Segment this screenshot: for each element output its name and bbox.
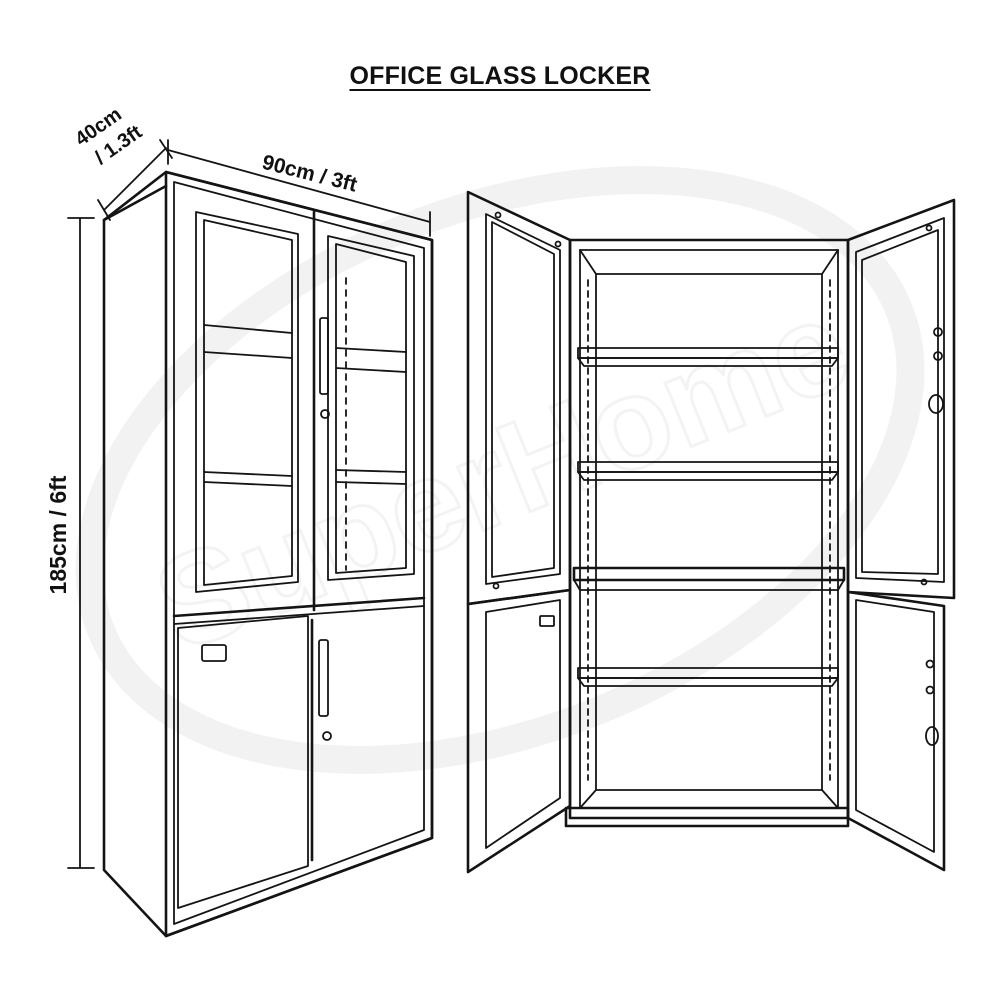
dimension-height-line	[67, 217, 95, 869]
height-label: 185cm / 6ft	[45, 475, 71, 594]
diagram-title: OFFICE GLASS LOCKER	[349, 62, 651, 90]
door-hinge-icon	[933, 327, 943, 337]
closed-locker	[102, 170, 434, 938]
shelf-2	[577, 461, 839, 481]
shelf-4	[577, 667, 839, 687]
lower-door-lock-icon	[925, 726, 939, 746]
upper-handle	[319, 317, 329, 395]
open-right-lower-door	[846, 590, 946, 872]
closed-lower-doors	[177, 615, 332, 909]
open-right-glass-door	[846, 198, 956, 600]
lower-lock-icon	[322, 731, 332, 741]
shelf-1	[577, 347, 839, 367]
label-holder-icon	[201, 644, 227, 662]
closed-left-glass-door	[195, 211, 299, 593]
open-left-lower-door	[466, 588, 572, 874]
closed-right-glass-door	[327, 235, 415, 581]
label-holder-icon-open	[539, 615, 555, 627]
open-locker	[466, 190, 956, 874]
shelf-3-divider	[572, 566, 846, 591]
lower-handle	[318, 639, 329, 717]
door-lock-icon	[928, 394, 944, 414]
upper-lock-icon	[320, 409, 330, 419]
